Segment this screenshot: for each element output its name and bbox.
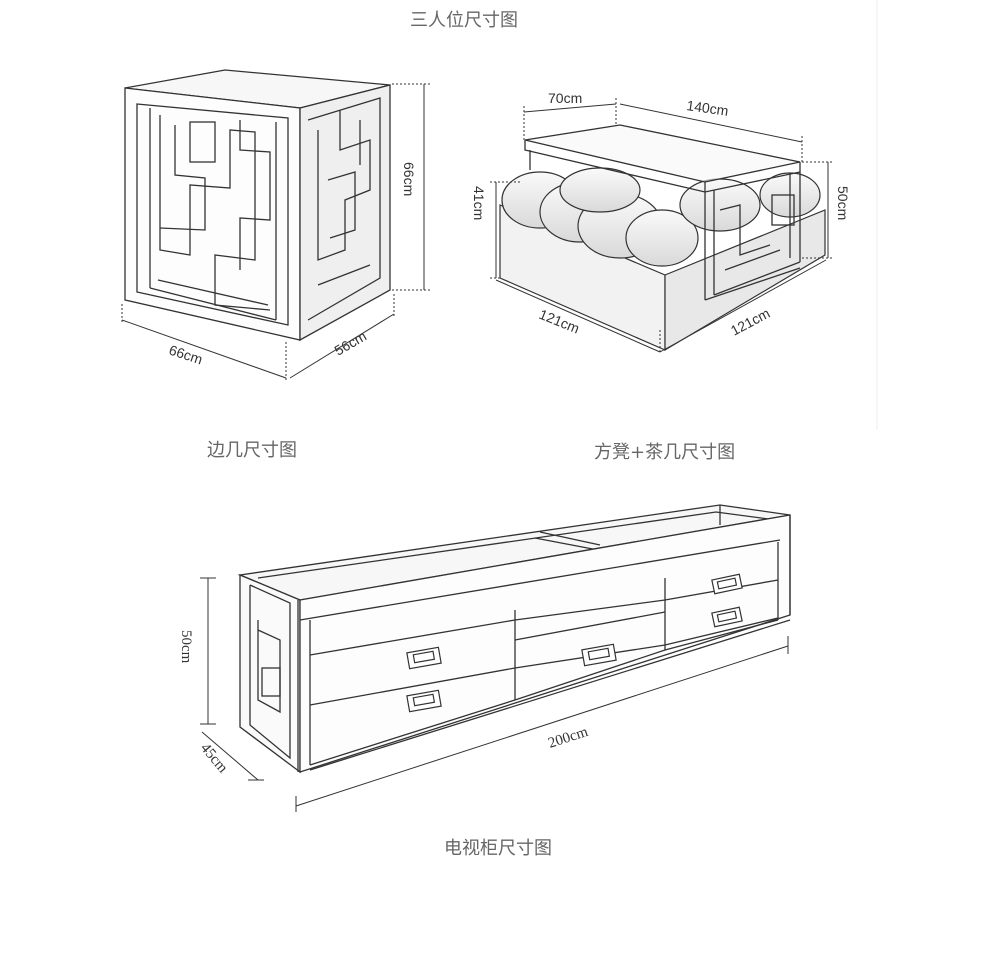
sofa-caption: 三人位尺寸图	[410, 10, 518, 31]
stool-side-b-label: 121cm	[728, 305, 773, 339]
tea-table-drawing	[524, 124, 801, 301]
stool-table-dimensions	[490, 98, 834, 354]
tv-cabinet-handles	[406, 573, 743, 713]
tea-table-length-label: 140cm	[686, 97, 730, 119]
side-table-drawing	[124, 69, 391, 342]
stool-table-caption: 方凳+茶几尺寸图	[594, 442, 736, 463]
tea-table-width-label: 70cm	[548, 90, 582, 106]
side-table-depth-label: 56cm	[332, 328, 370, 359]
tv-cabinet-dimensions	[200, 577, 789, 812]
stool-height-label: 41cm	[471, 186, 487, 220]
tea-table-height-label: 50cm	[835, 186, 851, 220]
tv-cabinet-length-label: 200cm	[546, 724, 590, 752]
tv-cabinet-depth-label: 45cm	[197, 740, 231, 776]
tv-cabinet-drawing	[237, 504, 791, 774]
side-table-height-label: 66cm	[401, 162, 417, 196]
tv-cabinet-caption: 电视柜尺寸图	[444, 838, 552, 859]
side-table-dimensions	[121, 83, 430, 380]
side-table-caption: 边几尺寸图	[207, 440, 297, 461]
side-table-width-label: 66cm	[167, 342, 205, 368]
tv-cabinet-height-label: 50cm	[178, 630, 194, 664]
